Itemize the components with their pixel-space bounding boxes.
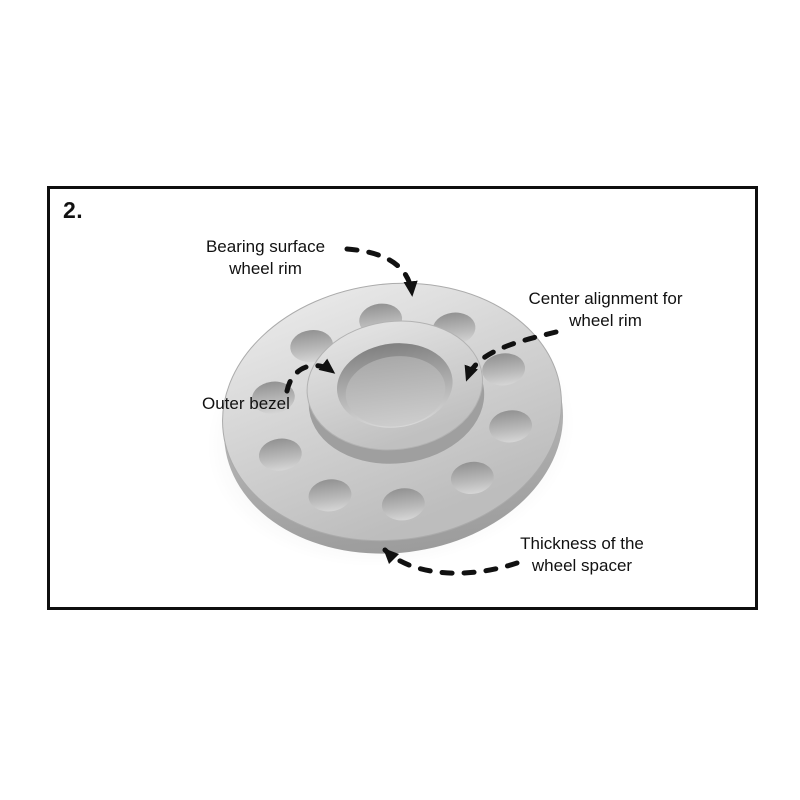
label-outer-bezel: Outer bezel: [202, 394, 290, 413]
step-number: 2.: [63, 197, 84, 223]
label-bearing-surface: Bearing surface wheel rim: [205, 237, 326, 278]
label-center-alignment: Center alignment for wheel rim: [528, 289, 683, 330]
label-thickness: Thickness of the wheel spacer: [520, 534, 644, 575]
